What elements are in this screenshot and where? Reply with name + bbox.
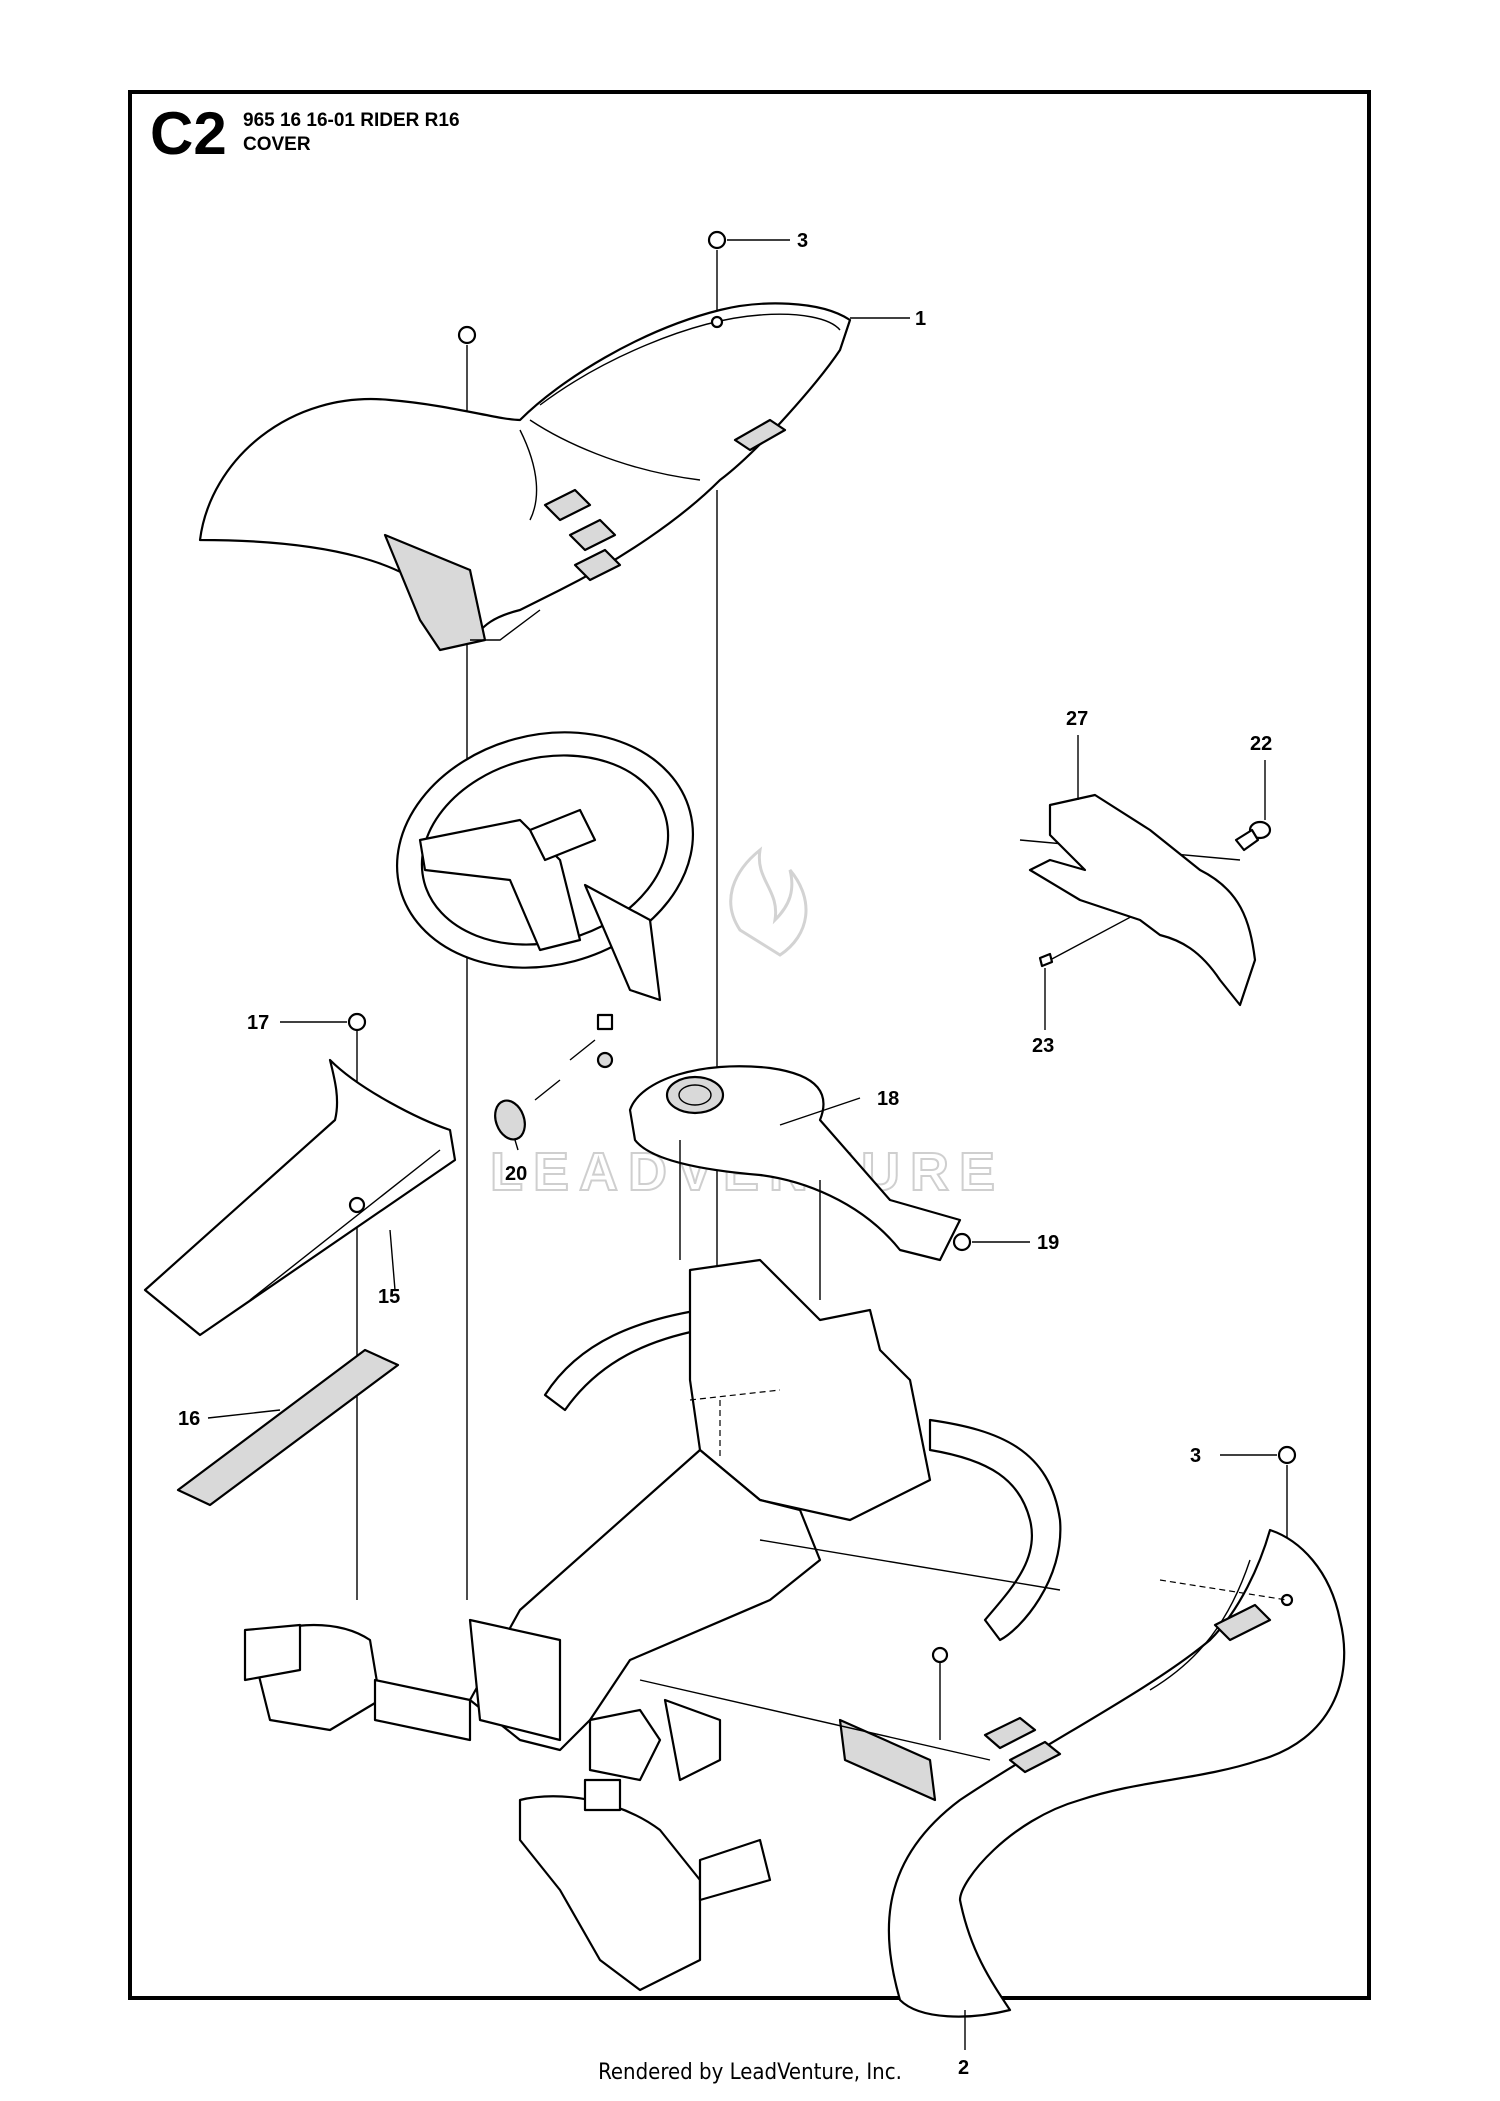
part-16-strip[interactable] bbox=[176, 1348, 400, 1507]
assembly-title: COVER bbox=[243, 134, 311, 155]
callout-19: 19 bbox=[1037, 1232, 1059, 1254]
callout-20: 20 bbox=[505, 1163, 527, 1185]
chassis-frame bbox=[243, 1140, 1288, 1992]
screw-top-left[interactable] bbox=[457, 325, 477, 345]
callout-15: 15 bbox=[378, 1286, 400, 1308]
part-1-rear-cover[interactable] bbox=[198, 302, 852, 652]
diagram-border bbox=[128, 90, 1371, 2000]
callout-16: 16 bbox=[178, 1408, 200, 1430]
part-17-screw[interactable] bbox=[280, 1012, 367, 1032]
part-20-knob[interactable] bbox=[490, 1013, 614, 1151]
part-18-console[interactable] bbox=[596, 1051, 962, 1262]
steering-wheel[interactable] bbox=[370, 700, 719, 1002]
callout-2: 2 bbox=[958, 2057, 969, 2079]
callout-3-right: 3 bbox=[1190, 1445, 1201, 1467]
callout-22: 22 bbox=[1250, 733, 1272, 755]
part-27-bracket[interactable] bbox=[1028, 735, 1257, 1007]
callout-3-top: 3 bbox=[797, 230, 808, 252]
callout-1: 1 bbox=[915, 308, 926, 330]
part-3-screw-top[interactable] bbox=[707, 230, 790, 250]
part-23-clip[interactable] bbox=[1038, 952, 1054, 1030]
callout-labels: 1 2 3 3 15 16 17 18 19 20 22 23 27 bbox=[178, 230, 1272, 2079]
part-3-screw-right[interactable] bbox=[1220, 1445, 1297, 1465]
callout-17: 17 bbox=[247, 1012, 269, 1034]
callout-27: 27 bbox=[1066, 708, 1088, 730]
part-15-side-cover[interactable] bbox=[143, 1058, 457, 1337]
part-19-screw[interactable] bbox=[952, 1232, 1030, 1252]
footer-credit: Rendered by LeadVenture, Inc. bbox=[598, 2060, 902, 2085]
part-2-front-cover[interactable] bbox=[838, 1528, 1346, 2018]
callout-23: 23 bbox=[1032, 1035, 1054, 1057]
part-number-title: 965 16 16-01 RIDER R16 bbox=[243, 110, 460, 131]
section-code: C2 bbox=[150, 100, 227, 167]
callout-18: 18 bbox=[877, 1088, 899, 1110]
part-22-pin[interactable] bbox=[1234, 760, 1272, 852]
screw-bottom[interactable] bbox=[931, 1646, 949, 1740]
